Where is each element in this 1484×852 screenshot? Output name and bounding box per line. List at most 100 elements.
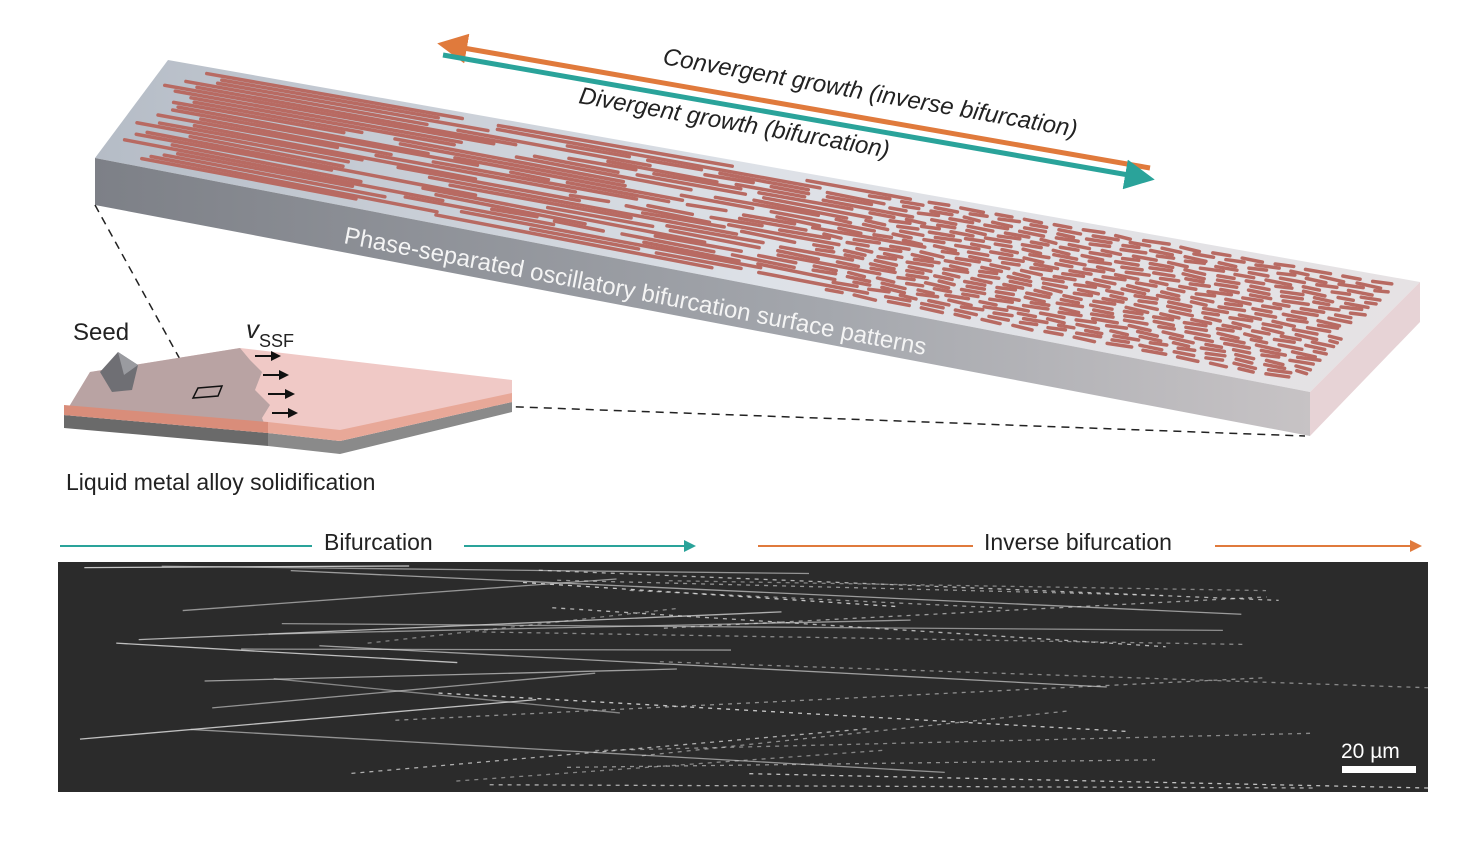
surface-stripe bbox=[1016, 311, 1038, 319]
surface-stripe bbox=[814, 247, 836, 254]
surface-stripe bbox=[1271, 319, 1297, 329]
surface-stripe bbox=[948, 217, 975, 225]
surface-stripe bbox=[1082, 267, 1106, 274]
surface-stripe bbox=[1317, 305, 1341, 312]
surface-stripe bbox=[568, 193, 611, 204]
surface-stripe bbox=[994, 289, 1016, 297]
surface-stripe bbox=[1168, 309, 1195, 318]
surface-stripe bbox=[1021, 316, 1049, 325]
sem-filament bbox=[659, 661, 1429, 689]
surface-stripe bbox=[923, 281, 951, 290]
surface-stripe bbox=[490, 207, 539, 219]
surface-stripe bbox=[1052, 222, 1073, 230]
alloy-plate: Seed vSSF Liquid metal alloy solidificat… bbox=[64, 314, 512, 495]
surface-stripe bbox=[1301, 289, 1327, 298]
surface-stripe bbox=[1260, 304, 1283, 311]
surface-stripe bbox=[398, 142, 627, 188]
surface-stripe bbox=[1166, 300, 1193, 309]
surface-stripe bbox=[565, 180, 671, 204]
slab-front-face bbox=[95, 158, 1310, 436]
surface-stripe bbox=[1312, 300, 1331, 307]
surface-stripe bbox=[995, 285, 1018, 292]
surface-stripe bbox=[843, 253, 865, 261]
surface-stripe bbox=[987, 314, 1011, 322]
surface-stripe bbox=[927, 230, 956, 238]
surface-stripe bbox=[374, 153, 578, 194]
surface-stripe bbox=[888, 244, 911, 251]
surface-stripe bbox=[880, 285, 907, 295]
surface-stripe bbox=[1328, 339, 1340, 345]
surface-stripe bbox=[855, 246, 874, 254]
surface-stripe bbox=[919, 306, 945, 315]
surface-stripe bbox=[173, 89, 463, 145]
surface-stripe bbox=[1189, 300, 1208, 307]
surface-stripe bbox=[919, 301, 945, 310]
surface-stripe bbox=[1192, 252, 1216, 259]
scale-bar-label: 20 µm bbox=[1341, 740, 1400, 763]
sem-filament bbox=[161, 565, 809, 575]
surface-stripe bbox=[1159, 312, 1181, 320]
surface-stripe bbox=[1211, 251, 1232, 258]
surface-stripe bbox=[1259, 348, 1287, 357]
surface-stripe bbox=[1336, 295, 1355, 303]
surface-stripe bbox=[434, 192, 587, 226]
surface-stripe bbox=[1241, 296, 1264, 303]
surface-stripe bbox=[978, 269, 999, 276]
surface-stripe bbox=[1021, 247, 1043, 256]
surface-stripe bbox=[1279, 294, 1305, 301]
surface-stripe bbox=[456, 128, 652, 168]
surface-stripe bbox=[1006, 305, 1030, 313]
surface-stripe bbox=[1038, 311, 1066, 320]
surface-stripe bbox=[532, 154, 620, 175]
surface-stripe bbox=[852, 280, 872, 287]
surface-stripe bbox=[927, 298, 951, 307]
surface-stripe bbox=[1135, 329, 1160, 338]
surface-stripe bbox=[703, 172, 755, 185]
surface-stripe bbox=[1303, 267, 1333, 276]
surface-stripe bbox=[1315, 282, 1339, 290]
surface-stripe bbox=[1141, 348, 1168, 356]
surface-stripe bbox=[1194, 292, 1217, 298]
surface-stripe bbox=[170, 108, 480, 167]
surface-stripe bbox=[739, 229, 797, 245]
surface-stripe bbox=[852, 237, 882, 245]
surface-stripe bbox=[1121, 243, 1141, 250]
surface-stripe bbox=[915, 292, 940, 299]
surface-stripe bbox=[1224, 257, 1246, 264]
surface-stripe bbox=[1122, 318, 1149, 326]
surface-stripe bbox=[1081, 228, 1106, 235]
surface-stripe bbox=[1091, 234, 1120, 242]
surface-stripe bbox=[994, 212, 1014, 219]
surface-stripe bbox=[421, 186, 707, 245]
surface-stripe bbox=[545, 205, 655, 229]
surface-stripe bbox=[927, 200, 951, 208]
surface-stripe bbox=[970, 276, 993, 285]
surface-stripe bbox=[1232, 361, 1258, 371]
surface-stripe bbox=[1234, 357, 1254, 365]
surface-stripe bbox=[1088, 242, 1112, 249]
surface-stripe bbox=[1341, 274, 1362, 281]
surface-stripe bbox=[824, 287, 844, 295]
surface-stripe bbox=[1343, 301, 1370, 310]
sem-filament bbox=[212, 672, 596, 709]
surface-stripe bbox=[1152, 319, 1176, 328]
surface-stripe bbox=[1299, 306, 1326, 315]
surface-stripe bbox=[1155, 254, 1176, 260]
surface-stripe bbox=[875, 276, 896, 284]
surface-stripe bbox=[1002, 282, 1025, 290]
surface-stripe bbox=[620, 232, 716, 254]
surface-stripe bbox=[393, 137, 626, 184]
surface-stripe bbox=[1072, 335, 1097, 344]
surface-stripe bbox=[895, 224, 920, 231]
surface-stripe bbox=[1112, 334, 1141, 342]
surface-stripe bbox=[1249, 337, 1269, 345]
surface-stripe bbox=[880, 281, 907, 291]
surface-stripe bbox=[188, 134, 345, 168]
surface-stripe bbox=[1244, 279, 1266, 286]
surface-stripe bbox=[1277, 343, 1304, 352]
surface-stripe bbox=[1254, 343, 1282, 353]
surface-stripe bbox=[495, 127, 822, 190]
surface-stripe bbox=[1160, 246, 1183, 255]
surface-stripe bbox=[1148, 341, 1169, 347]
